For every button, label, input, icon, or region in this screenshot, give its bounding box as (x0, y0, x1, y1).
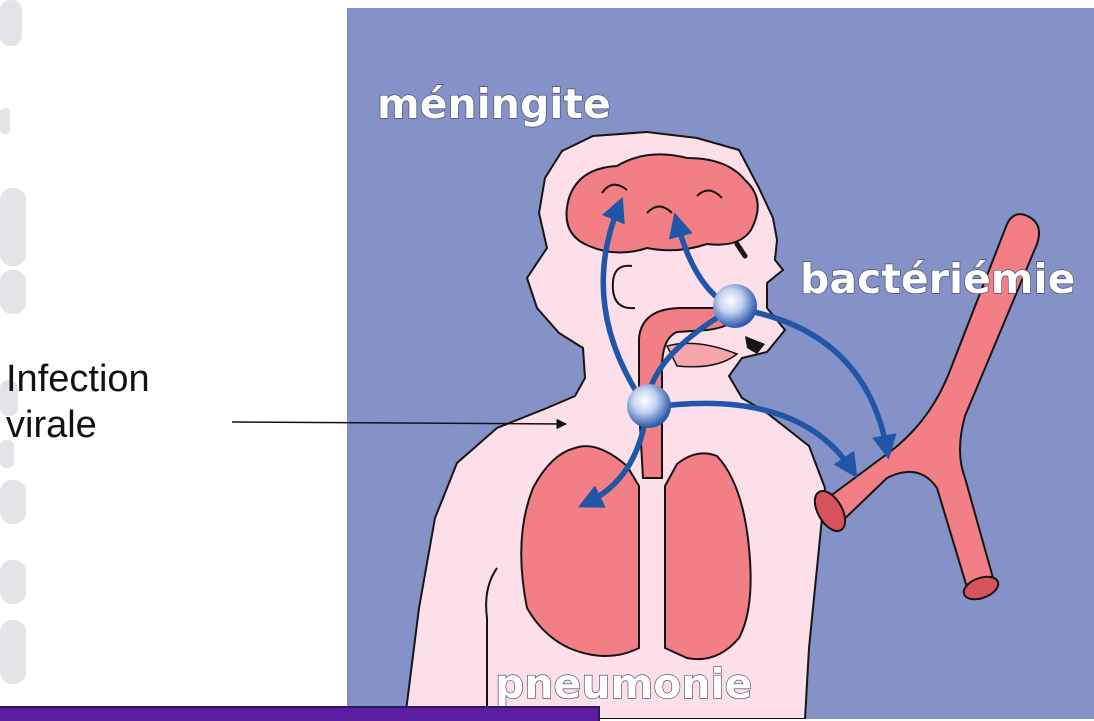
annotation-line-1: Infection (6, 356, 236, 402)
annotation-viral-infection: Infection virale (6, 356, 236, 448)
infection-site-throat (627, 384, 671, 428)
infection-spread-illustration: méningite bactériémie pneumonie (347, 8, 1094, 719)
label-meningitis: méningite (377, 80, 611, 128)
label-pneumonia: pneumonie (495, 660, 752, 708)
annotation-line-2: virale (6, 402, 236, 448)
label-bacteremia: bactériémie (800, 255, 1075, 303)
ear (613, 266, 635, 308)
infection-site-nasopharynx (713, 284, 757, 328)
